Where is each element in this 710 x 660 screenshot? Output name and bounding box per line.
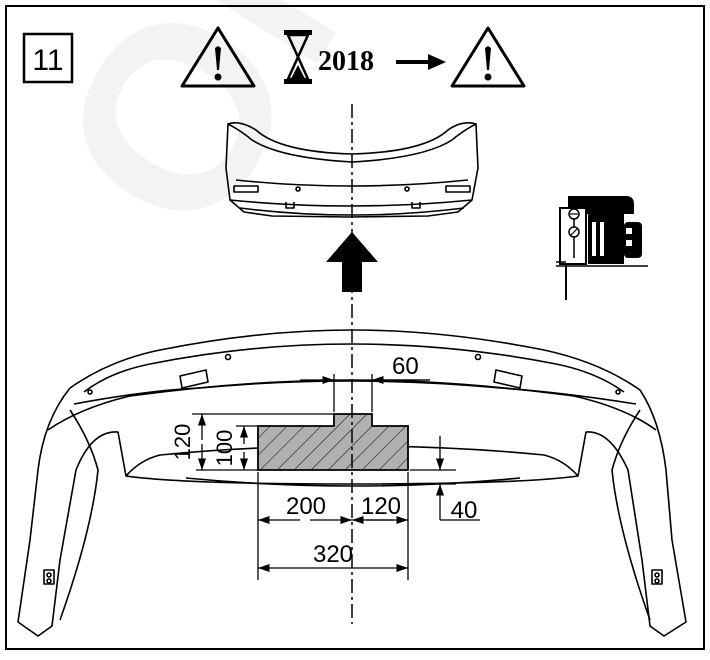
step-number-box: 11 (22, 32, 74, 84)
dim-outer-height: 120 (170, 424, 195, 461)
dimension-lines (192, 374, 480, 580)
warning-triangle-icon (180, 26, 256, 88)
dim-left-width: 200 (286, 493, 326, 520)
jigsaw-icon (556, 196, 648, 300)
hourglass-icon (284, 30, 312, 84)
dim-total-width: 320 (313, 541, 353, 568)
dim-bottom-offset: 40 (451, 497, 478, 524)
watermark: Oris (2, 0, 524, 280)
year-label: 2018 (318, 46, 374, 77)
cutout-area (257, 413, 409, 471)
dim-inner-height: 100 (212, 430, 237, 467)
dim-right-width: 120 (361, 493, 401, 520)
outer-frame (5, 5, 705, 650)
warning-triangle-icon (450, 26, 526, 88)
step-number: 11 (32, 44, 63, 77)
arrow-right-icon (396, 54, 446, 70)
dim-top-width: 60 (392, 353, 419, 380)
